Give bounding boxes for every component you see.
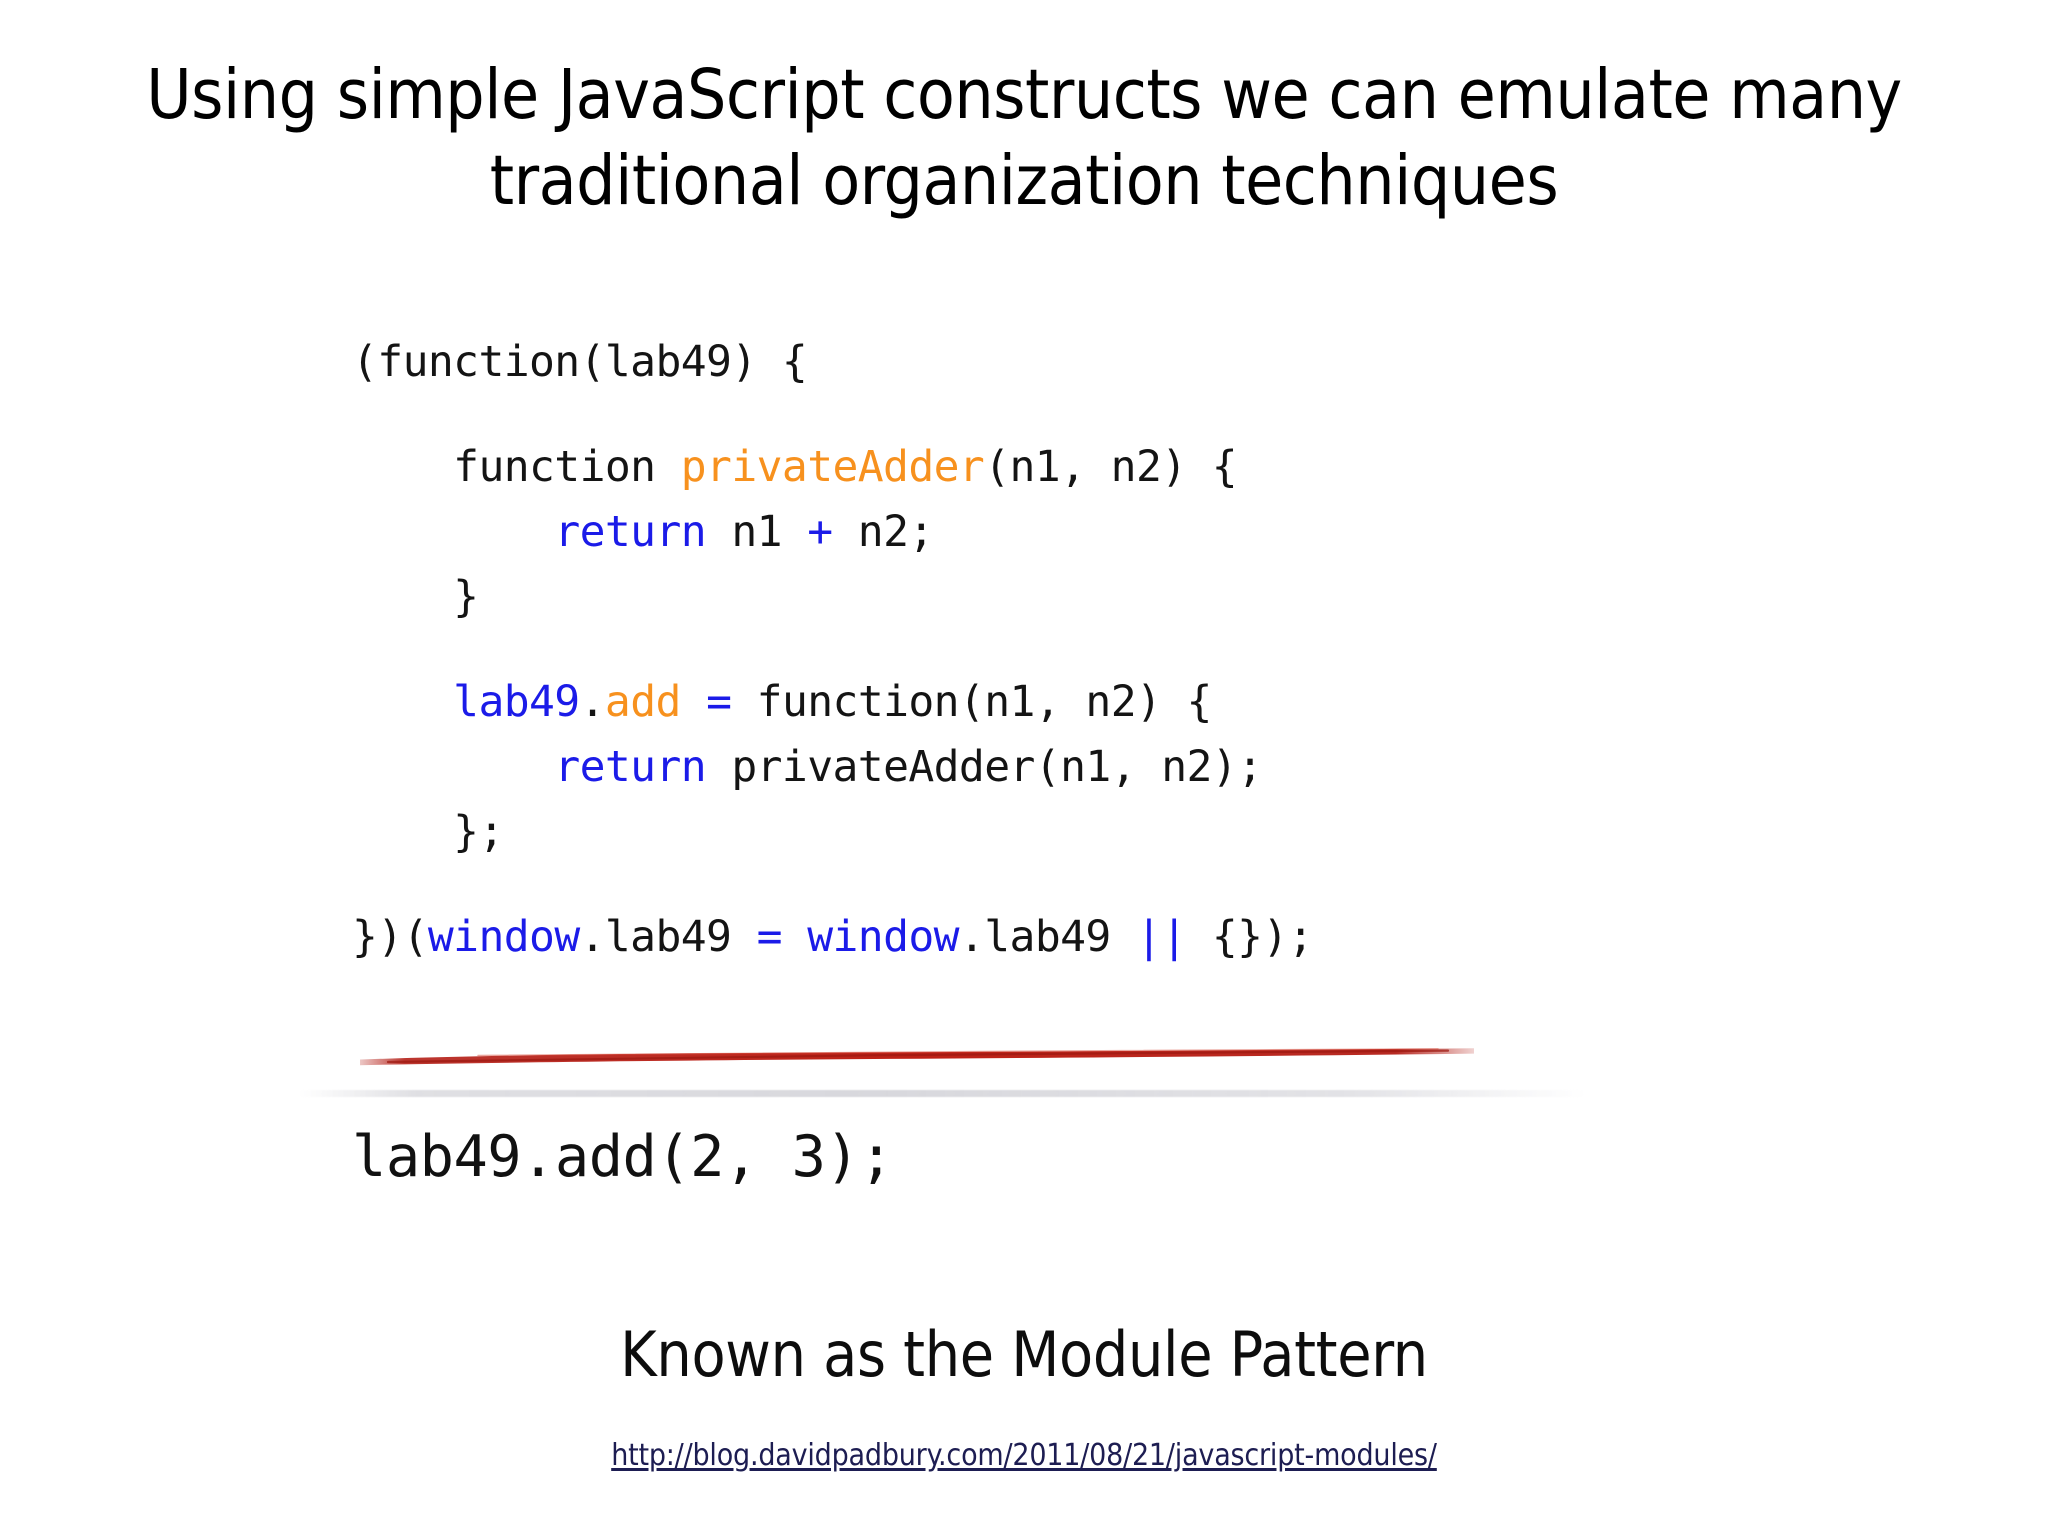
code-token-blue: return: [554, 742, 707, 792]
code-line: lab49.add = function(n1, n2) {: [352, 670, 1752, 735]
code-line: [352, 630, 1752, 670]
red-brush-underline-annotation: [358, 1046, 1476, 1068]
code-token-plain: n1: [706, 507, 808, 557]
source-link[interactable]: http://blog.davidpadbury.com/2011/08/21/…: [611, 1438, 1437, 1473]
caption-module-pattern: Known as the Module Pattern: [620, 1318, 1428, 1391]
code-token-plain: .lab49: [579, 912, 757, 962]
code-token-orange: add: [604, 677, 681, 727]
page-title: Using simple JavaScript constructs we ca…: [0, 52, 2048, 224]
code-line: [352, 865, 1752, 905]
code-line: [352, 395, 1752, 435]
code-token-blue: window: [427, 912, 580, 962]
code-line: })(window.lab49 = window.lab49 || {});: [352, 905, 1752, 970]
code-token-plain: })(: [352, 912, 428, 962]
code-line: return n1 + n2;: [352, 500, 1752, 565]
code-token-plain: function(n1, n2) {: [731, 677, 1213, 727]
code-token-plain: }: [352, 572, 479, 622]
page-title-line-1: Using simple JavaScript constructs we ca…: [146, 55, 1902, 135]
source-link-container: http://blog.davidpadbury.com/2011/08/21/…: [0, 1437, 2048, 1475]
code-token-plain: function: [352, 442, 681, 492]
code-token-orange: privateAdder: [680, 442, 985, 492]
code-token-blue: return: [554, 507, 707, 557]
code-token-plain: [352, 677, 453, 727]
code-token-plain: (n1, n2) {: [984, 442, 1238, 492]
code-token-plain: };: [352, 807, 504, 857]
code-token-plain: n2;: [832, 507, 934, 557]
code-token-plain: .: [579, 677, 606, 727]
code-token-plain: {});: [1186, 912, 1314, 962]
code-token-blue: =: [706, 677, 732, 727]
code-token-blue: lab49: [453, 677, 580, 727]
code-token-plain: privateAdder(n1, n2);: [706, 742, 1263, 792]
code-token-blue: ||: [1136, 912, 1187, 962]
code-token-plain: [782, 912, 807, 962]
code-token-plain: [681, 677, 706, 727]
section-divider: [300, 1090, 1585, 1097]
code-line: }: [352, 565, 1752, 630]
code-line: };: [352, 800, 1752, 865]
page-title-line-2: traditional organization techniques: [489, 141, 1559, 221]
code-line: return privateAdder(n1, n2);: [352, 735, 1752, 800]
code-token-plain: .lab49: [958, 912, 1136, 962]
code-token-blue: +: [807, 507, 833, 557]
code-token-blue: =: [756, 912, 783, 962]
code-token-plain: [352, 507, 554, 557]
code-token-plain: (function(lab49) {: [352, 337, 808, 387]
usage-code-line: lab49.add(2, 3);: [352, 1124, 894, 1190]
code-block: (function(lab49) { function privateAdder…: [352, 330, 1752, 970]
code-token-blue: window: [807, 912, 959, 962]
code-line: function privateAdder(n1, n2) {: [352, 435, 1752, 500]
code-token-plain: [352, 742, 554, 792]
code-line: (function(lab49) {: [352, 330, 1752, 395]
